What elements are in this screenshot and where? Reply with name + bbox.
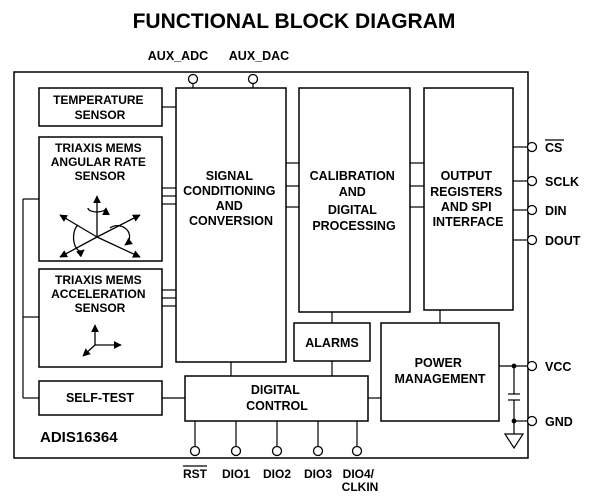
alarms-label: ALARMS: [305, 336, 358, 350]
digital-line-1: DIGITAL: [251, 383, 300, 397]
chip-outline: [13, 71, 529, 459]
gyro-sensor-label: TRIAXIS MEMS ANGULAR RATE SENSOR: [51, 141, 149, 183]
pin-dout: DOUT: [545, 234, 581, 248]
temperature-line-2: SENSOR: [75, 108, 126, 122]
signal-conditioning-label: SIGNAL CONDITIONING AND CONVERSION: [183, 169, 279, 228]
pin-cs: CS: [545, 141, 562, 155]
calibration-line-4: PROCESSING: [312, 219, 395, 233]
accel-line-3: SENSOR: [75, 301, 126, 315]
pin-dio3: DIO3: [304, 467, 332, 481]
output-registers-block: [423, 87, 514, 311]
angular-rate-axes-icon: [59, 195, 141, 258]
temperature-sensor-label: TEMPERATURE SENSOR: [53, 93, 147, 122]
digital-control-label: DIGITAL CONTROL: [246, 383, 308, 413]
calibration-line-1: CALIBRATION: [310, 169, 395, 183]
output-line-3: AND SPI: [441, 200, 492, 214]
signal-line-2: CONDITIONING: [183, 184, 275, 198]
junction-dots: [511, 363, 517, 424]
gyro-line-1: TRIAXIS MEMS: [55, 141, 142, 155]
internal-connections: [22, 83, 528, 446]
output-line-1: OUTPUT: [441, 169, 493, 183]
accel-line-2: ACCELERATION: [51, 287, 145, 301]
pin-aux-adc: AUX_ADC: [148, 49, 208, 63]
output-registers-label: OUTPUT REGISTERS AND SPI INTERFACE: [430, 169, 506, 229]
pin-gnd: GND: [545, 415, 573, 429]
power-line-1: POWER: [415, 356, 462, 370]
calibration-line-3: DIGITAL: [328, 203, 377, 217]
pin-din: DIN: [545, 204, 567, 218]
calibration-block: [298, 87, 411, 313]
power-line-2: MANAGEMENT: [395, 372, 486, 386]
output-line-2: REGISTERS: [430, 185, 502, 199]
accel-line-1: TRIAXIS MEMS: [55, 273, 142, 287]
calibration-label: CALIBRATION AND DIGITAL PROCESSING: [310, 169, 399, 233]
pin-dio1: DIO1: [222, 467, 250, 481]
signal-line-4: CONVERSION: [189, 214, 273, 228]
calibration-line-2: AND: [339, 185, 366, 199]
pin-dio4-line-1: DIO4/: [343, 467, 375, 481]
pin-vcc: VCC: [545, 360, 571, 374]
signal-line-3: AND: [216, 199, 243, 213]
digital-line-2: CONTROL: [246, 399, 308, 413]
pin-sclk: SCLK: [545, 175, 579, 189]
self-test-label: SELF-TEST: [66, 391, 134, 405]
pin-dio4-line-2: CLKIN: [342, 480, 379, 494]
temperature-line-1: TEMPERATURE: [53, 93, 143, 107]
chip-name: ADIS16364: [40, 429, 118, 446]
pin-dio2: DIO2: [263, 467, 291, 481]
gyro-line-2: ANGULAR RATE: [51, 155, 146, 169]
pin-aux-dac: AUX_DAC: [229, 49, 289, 63]
gyro-line-3: SENSOR: [75, 169, 126, 183]
pin-dio4: DIO4/ CLKIN: [342, 467, 379, 494]
ground-icon: [503, 433, 525, 450]
output-line-4: INTERFACE: [433, 215, 504, 229]
pin-circles: [187, 73, 538, 457]
signal-line-1: SIGNAL: [206, 169, 254, 183]
pin-rst: RST: [183, 467, 208, 481]
accel-sensor-block: [38, 268, 163, 368]
acceleration-axes-icon: [82, 324, 122, 357]
accel-sensor-label: TRIAXIS MEMS ACCELERATION SENSOR: [51, 273, 149, 315]
power-management-label: POWER MANAGEMENT: [395, 356, 486, 386]
diagram-title: FUNCTIONAL BLOCK DIAGRAM: [133, 10, 456, 33]
